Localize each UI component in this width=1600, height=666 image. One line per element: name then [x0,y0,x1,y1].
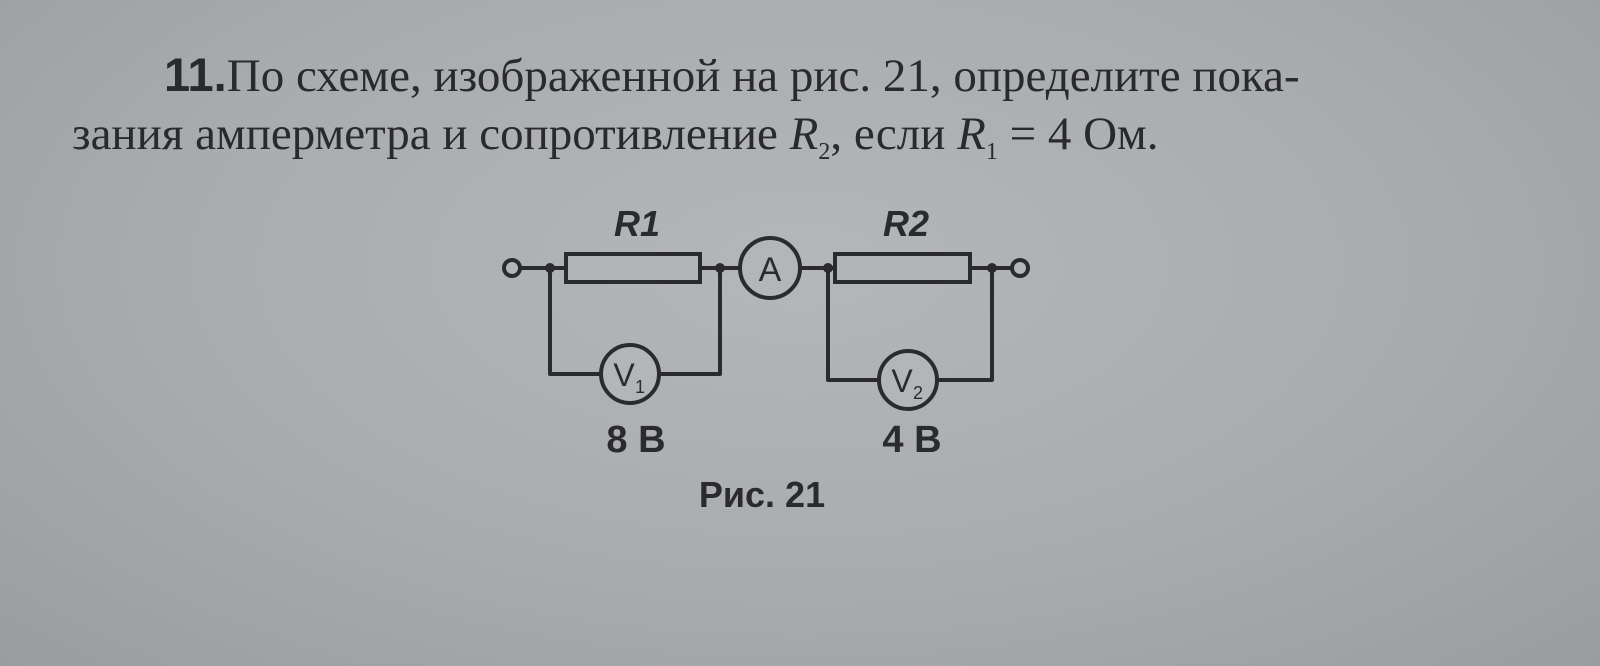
voltmeter-v2-symbol: V [891,363,913,399]
voltmeter-v2 [877,349,939,411]
resistor-r1-label: R1 [614,203,660,244]
voltmeter-v2-reading: 4 В [882,419,941,461]
wire-v2-left [826,266,881,382]
problem-number: 11. [164,48,227,101]
resistor-r2 [833,252,972,284]
voltmeter-v1-symbol: V [613,357,635,393]
junction-dot [823,263,833,273]
output-terminal [1010,258,1030,278]
input-terminal [502,258,522,278]
r1-subscript: 1 [985,139,998,165]
voltmeter-v1 [599,343,661,405]
wire-v1-left [548,266,603,376]
r2-subscript: 2 [818,139,831,165]
junction-dot [545,263,555,273]
figure-caption: Рис. 21 [699,474,825,515]
r1-symbol: R [957,108,986,160]
ammeter [738,236,802,300]
problem-line-2: зания амперметра и сопротивление R2, есл… [72,105,1372,181]
problem-text-part-1: зания амперметра и сопротивление [72,108,790,160]
problem-text-part-2: , если [830,108,958,160]
resistor-r1 [564,252,702,284]
problem-text-part-3: = 4 Ом. [997,108,1159,160]
ammeter-symbol: A [759,251,782,289]
problem-text-line-1: По схеме, изображенной на рис. 21, опред… [226,50,1300,102]
wire-v1-right [657,266,722,376]
r2-symbol: R [789,108,819,160]
junction-dot [987,263,997,273]
voltmeter-v1-subscript: 1 [635,377,645,397]
wire-v2-right [935,266,994,382]
junction-dot [715,263,725,273]
problem-line-1: 11.По схеме, изображенной на рис. 21, оп… [72,46,1372,105]
voltmeter-v2-subscript: 2 [913,383,923,403]
previous-figure-caption: Рис. 20 [650,0,790,9]
problem-statement: 11.По схеме, изображенной на рис. 21, оп… [72,46,1372,181]
resistor-r2-label: R2 [883,203,929,244]
voltmeter-v1-reading: 8 В [606,419,665,461]
